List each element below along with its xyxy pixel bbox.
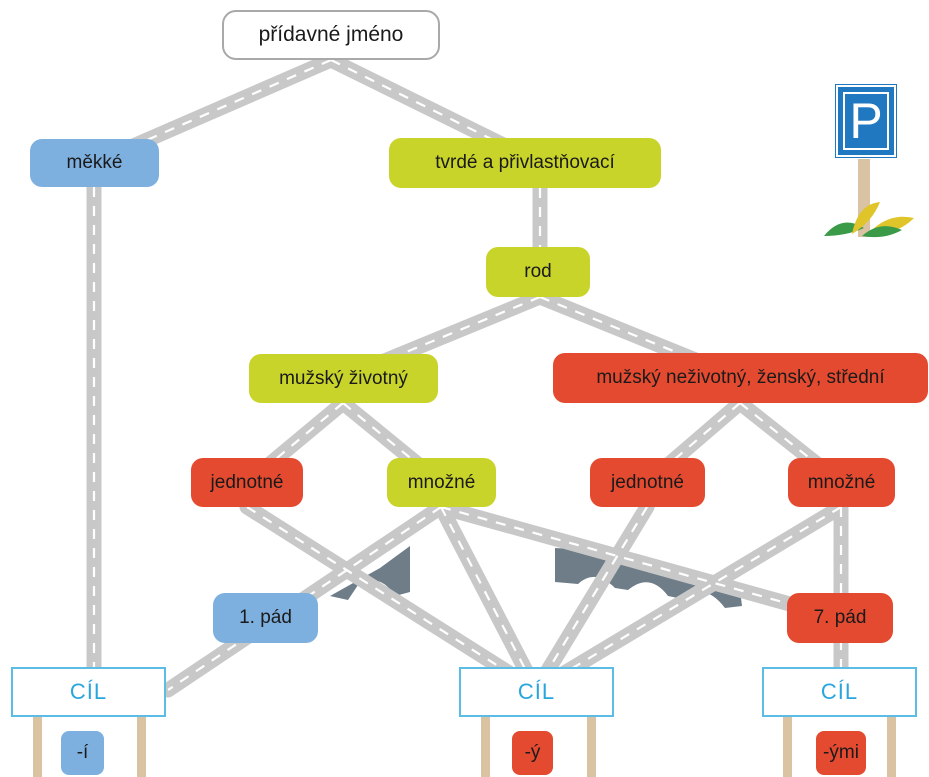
goal-post: [783, 715, 792, 777]
case7-node: 7. pád: [787, 593, 893, 643]
goal-post: [33, 715, 42, 777]
road-segment: [739, 402, 842, 484]
road-segment: [167, 506, 442, 691]
parking-sign-icon: P: [835, 84, 897, 158]
ma-singular-node: jednotné: [191, 458, 303, 507]
hard-node: tvrdé a přivlastňovací: [389, 138, 661, 188]
goal-post: [587, 715, 596, 777]
ot-plural-node: množné: [788, 458, 895, 507]
gender-node: rod: [486, 247, 590, 297]
road-segment: [342, 402, 442, 484]
goal-post: [887, 715, 896, 777]
goal-sign: CÍL: [459, 667, 614, 717]
road-segment: [440, 505, 841, 620]
other-genders-node: mužský neživotný, ženský, střední: [553, 353, 928, 403]
goal-sign: CÍL: [11, 667, 166, 717]
masc-animate-node: mužský životný: [249, 354, 438, 403]
ending-instr: -ými: [816, 731, 866, 775]
bridge-left: [330, 546, 410, 600]
ma-plural-node: množné: [387, 458, 496, 507]
grass-icon: [824, 202, 914, 238]
goal-post: [481, 715, 490, 777]
road-segment: [535, 506, 842, 691]
soft-node: měkké: [30, 139, 159, 187]
parking-letter: P: [843, 92, 889, 150]
goal-post: [137, 715, 146, 777]
road-segment: [535, 506, 648, 691]
road-segment: [246, 506, 537, 691]
goal-sign: CÍL: [762, 667, 917, 717]
ending-soft: -í: [61, 731, 104, 775]
root-node: přídavné jméno: [222, 10, 440, 60]
ending-hard: -ý: [512, 731, 553, 775]
road-segment: [440, 506, 537, 691]
case1-node: 1. pád: [213, 593, 318, 643]
ot-singular-node: jednotné: [590, 458, 705, 507]
